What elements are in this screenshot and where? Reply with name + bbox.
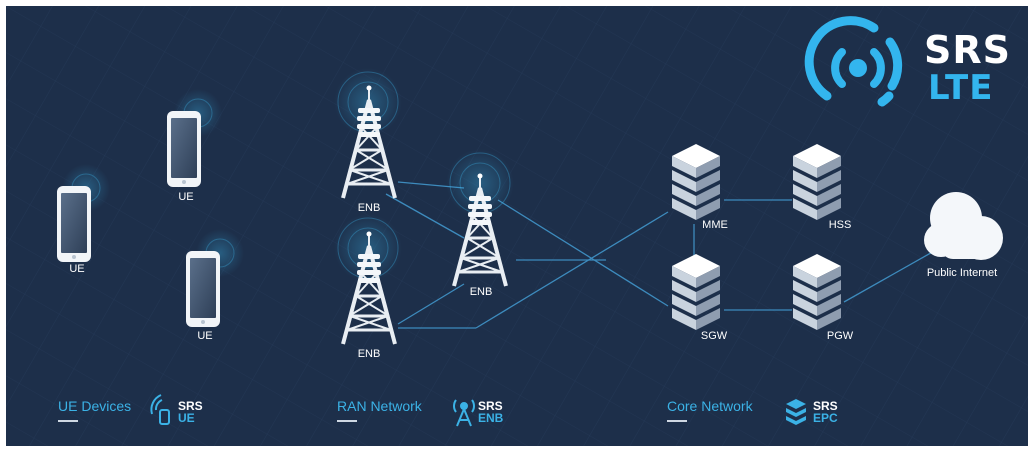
- mme-label: MME: [702, 219, 728, 231]
- section-core-badge-bottom: EPC: [813, 411, 838, 425]
- pgw-label: PGW: [826, 330, 854, 342]
- network-diagram: UE UE UE ENB ENB ENB MME HSS SGW PGW Pub…: [6, 6, 1028, 446]
- section-ran-underline: [337, 420, 357, 422]
- enb-label-3: ENB: [469, 286, 493, 298]
- section-ran-badge-bottom: ENB: [478, 411, 504, 425]
- logo-srs-text: SRS: [924, 28, 1011, 72]
- cloud-icon: [924, 192, 1003, 260]
- link-enb3-sgw: [497, 199, 669, 307]
- section-ran-badge-top: SRS: [478, 399, 503, 413]
- srs-epc-badge-icon: [786, 399, 806, 425]
- hss-label: HSS: [828, 219, 852, 231]
- section-ue-title: UE Devices: [58, 398, 132, 414]
- section-ue-underline: [58, 420, 78, 422]
- link-enb1-enb3-b: [385, 193, 465, 239]
- enb-label-2: ENB: [357, 348, 381, 360]
- sgw-label: SGW: [700, 330, 728, 342]
- section-ue-badge-bottom: UE: [178, 411, 195, 425]
- section-ran-title: RAN Network: [337, 398, 422, 414]
- section-core-underline: [667, 420, 687, 422]
- link-enb2-mme: [475, 211, 669, 329]
- srs-enb-badge-icon: [453, 399, 475, 427]
- srs-ue-badge-icon: [150, 394, 170, 425]
- ue-phone-icon-2: [167, 111, 201, 187]
- background-grid: [6, 6, 1028, 446]
- signal-glows: [62, 68, 514, 282]
- diagram-canvas: [6, 6, 1028, 446]
- ue-label-3: UE: [197, 330, 213, 342]
- network-links: [385, 181, 937, 329]
- ue-phone-icon-1: [57, 186, 91, 262]
- link-enb2-enb3: [397, 283, 465, 325]
- srs-logo-icon: [804, 16, 903, 107]
- ue-label-1: UE: [69, 263, 85, 275]
- section-core-badge-top: SRS: [813, 399, 838, 413]
- link-pgw-internet: [843, 249, 937, 303]
- ue-label-2: UE: [178, 191, 194, 203]
- internet-label: Public Internet: [926, 267, 998, 279]
- enb-label-1: ENB: [357, 202, 381, 214]
- logo-lte-text: LTE: [928, 68, 994, 108]
- ue-phone-icon-3: [186, 251, 220, 327]
- section-ue-badge-top: SRS: [178, 399, 203, 413]
- section-core-title: Core Network: [667, 398, 753, 414]
